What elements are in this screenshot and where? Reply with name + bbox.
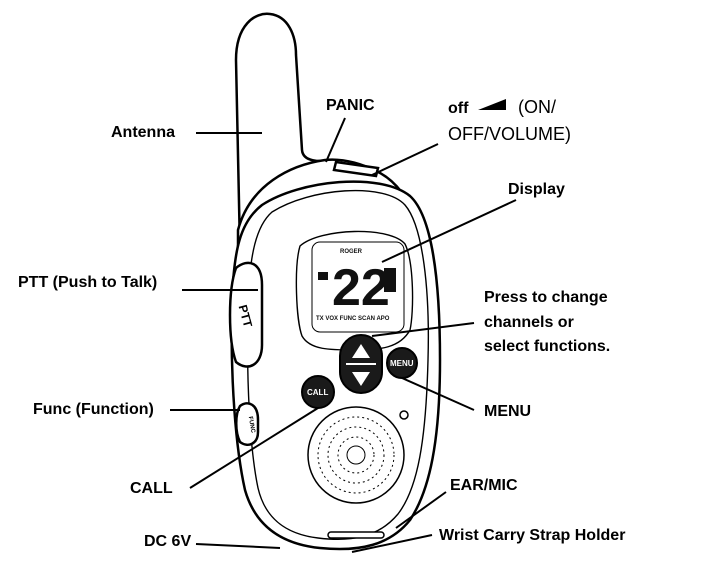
label-panic: PANIC bbox=[326, 97, 375, 114]
label-ear-mic: EAR/MIC bbox=[450, 477, 518, 494]
label-on-off-volume-1: (ON/ bbox=[518, 97, 556, 117]
menu-button[interactable]: MENU bbox=[386, 347, 418, 379]
leader-menu bbox=[401, 377, 475, 411]
speaker-grille bbox=[307, 406, 405, 504]
leader-lines bbox=[170, 117, 517, 553]
menu-button-label: MENU bbox=[390, 359, 414, 368]
lcd-bars-icon bbox=[384, 268, 396, 292]
label-func: Func (Function) bbox=[33, 401, 154, 418]
lcd-side-icon bbox=[318, 272, 328, 280]
ptt-button-label: PTT bbox=[236, 303, 256, 329]
volume-knob[interactable] bbox=[332, 160, 380, 178]
call-button[interactable]: CALL bbox=[301, 375, 335, 409]
display-bezel bbox=[295, 230, 414, 351]
ptt-button[interactable]: PTT bbox=[228, 261, 264, 368]
leader-display bbox=[381, 199, 517, 263]
ear-mic-jack bbox=[399, 410, 409, 420]
label-off: off bbox=[448, 100, 469, 117]
label-wrist-strap: Wrist Carry Strap Holder bbox=[439, 527, 625, 544]
leader-wrist-strap bbox=[351, 534, 433, 553]
label-press-2: channels or bbox=[484, 314, 574, 331]
label-display: Display bbox=[508, 181, 565, 198]
func-button[interactable]: FUNC bbox=[235, 402, 260, 446]
arrow-down-icon bbox=[352, 372, 370, 386]
label-dc: DC 6V bbox=[144, 533, 191, 550]
radio-device: ROGER 22 TX VOX FUNC SCAN APO MENU CALL bbox=[228, 12, 442, 551]
leader-panic bbox=[325, 117, 346, 163]
lcd-channel-number: 22 bbox=[332, 259, 390, 317]
arrow-up-icon bbox=[352, 344, 370, 358]
label-press-3: select functions. bbox=[484, 338, 610, 355]
label-ptt: PTT (Push to Talk) bbox=[18, 274, 157, 291]
label-press-1: Press to change bbox=[484, 289, 608, 306]
func-button-label: FUNC bbox=[247, 416, 256, 434]
callout-labels: Antenna PANIC off (ON/ OFF/VOLUME) Displ… bbox=[18, 97, 625, 550]
label-menu: MENU bbox=[484, 403, 531, 420]
wrist-strap-holder bbox=[327, 531, 385, 539]
label-on-off-volume-2: OFF/VOLUME) bbox=[448, 124, 571, 144]
leader-volume bbox=[371, 143, 439, 176]
leader-ear-mic bbox=[395, 491, 447, 529]
lcd-bottom-text: TX VOX FUNC SCAN APO bbox=[316, 316, 390, 322]
label-call: CALL bbox=[130, 480, 173, 497]
call-button-label: CALL bbox=[307, 388, 328, 397]
display-screen: ROGER 22 TX VOX FUNC SCAN APO bbox=[311, 241, 405, 333]
leader-dc bbox=[195, 543, 281, 549]
leader-channel-buttons bbox=[371, 322, 475, 337]
channel-up-down-button[interactable] bbox=[339, 334, 383, 394]
lcd-top-text: ROGER bbox=[340, 249, 363, 255]
label-antenna: Antenna bbox=[111, 124, 175, 141]
volume-ramp-icon bbox=[478, 99, 506, 110]
leader-call bbox=[189, 407, 319, 489]
